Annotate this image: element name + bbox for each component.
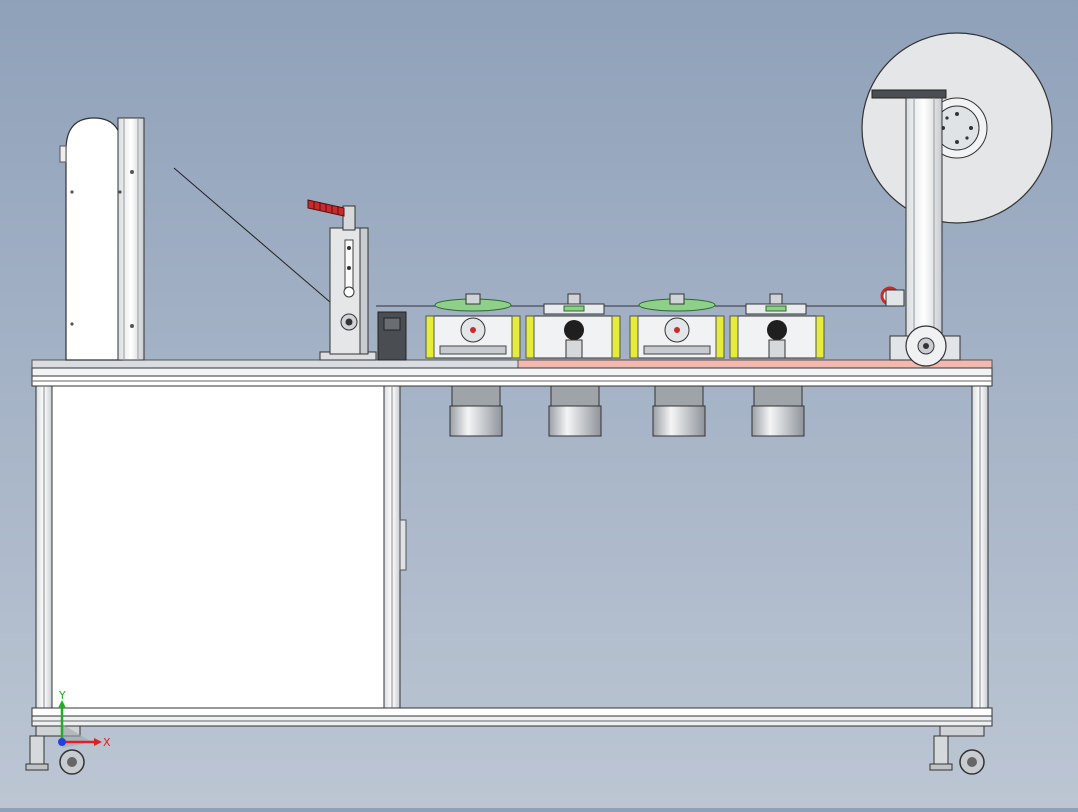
table-frame bbox=[31, 359, 993, 727]
motor-2 bbox=[548, 385, 602, 437]
roller-station-1 bbox=[425, 293, 521, 359]
z-axis-dot bbox=[58, 738, 66, 746]
reel-stand bbox=[871, 89, 961, 367]
lever-press-stand bbox=[307, 199, 377, 361]
y-axis-label: Y bbox=[58, 689, 66, 702]
roller-station-2 bbox=[525, 293, 621, 359]
x-axis-label: X bbox=[103, 736, 111, 749]
cabinet-side-panel bbox=[51, 385, 385, 709]
unwind-reel bbox=[861, 32, 1053, 224]
film-strip-line bbox=[173, 167, 331, 303]
left-tower bbox=[59, 117, 145, 361]
coordinate-triad: Y X bbox=[58, 689, 111, 749]
motor-1 bbox=[449, 385, 503, 437]
caster-left bbox=[25, 725, 85, 775]
roller-station-4 bbox=[729, 293, 825, 359]
roller-station-3 bbox=[629, 293, 725, 359]
motor-3 bbox=[652, 385, 706, 437]
motor-4 bbox=[751, 385, 805, 437]
cutter-block bbox=[377, 311, 407, 361]
caster-right bbox=[929, 725, 985, 775]
